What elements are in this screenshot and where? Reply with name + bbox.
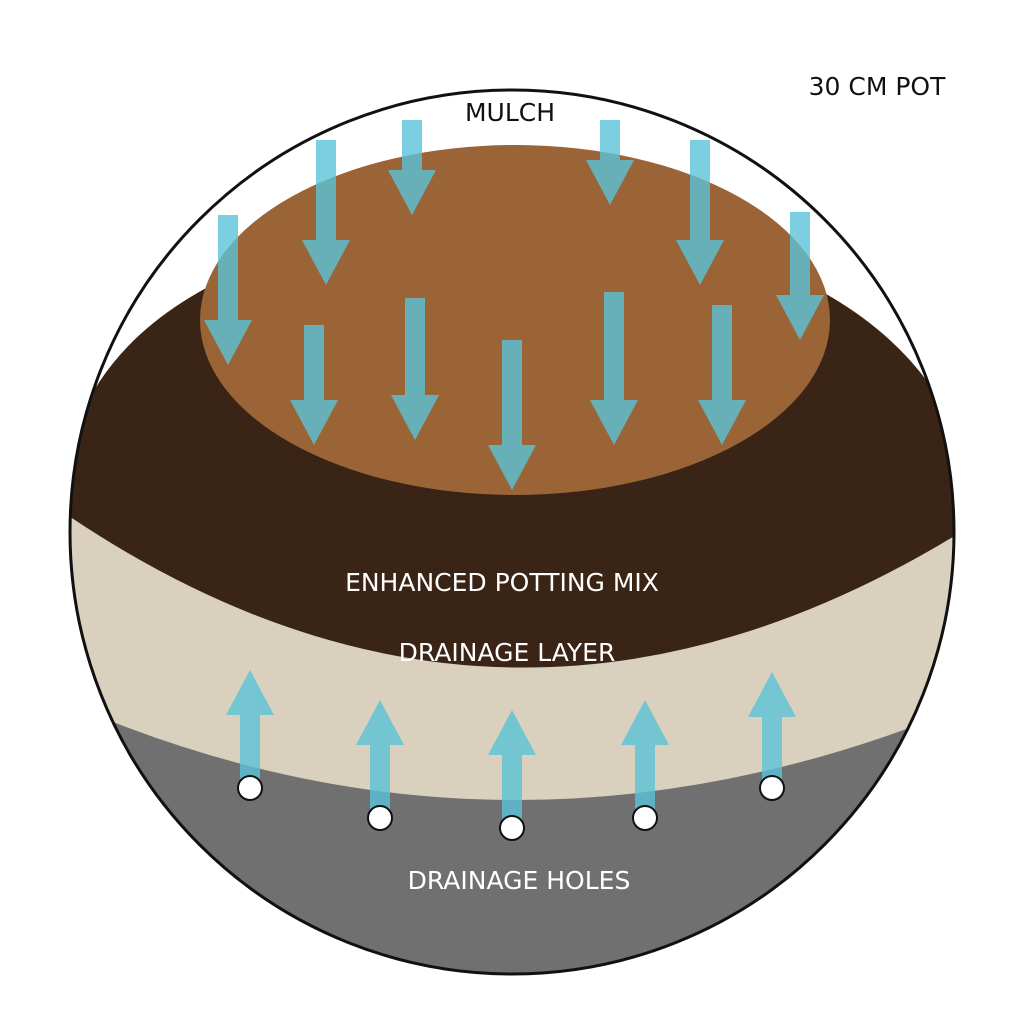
drainage-hole (632, 805, 658, 831)
pot-size-label: 30 CM POT (808, 72, 946, 101)
water-down-arrow (290, 325, 338, 445)
pot-outline (68, 88, 956, 976)
water-down-arrow (676, 140, 724, 285)
drainage-layer-label: DRAINAGE LAYER (398, 638, 616, 667)
water-up-arrow (621, 700, 669, 815)
water-down-arrow (488, 340, 536, 490)
potting-mix-label: ENHANCED POTTING MIX (345, 568, 659, 597)
water-up-arrow (356, 700, 404, 815)
water-up-arrow (488, 710, 536, 825)
water-down-arrow (388, 120, 436, 215)
water-up-arrow (226, 670, 274, 785)
water-down-arrow (391, 298, 439, 440)
drainage-hole (759, 775, 785, 801)
mulch-label: MULCH (464, 98, 556, 127)
drainage-hole (237, 775, 263, 801)
drainage-hole (367, 805, 393, 831)
water-down-arrow (590, 292, 638, 445)
water-down-arrow (776, 212, 824, 340)
water-down-arrow (302, 140, 350, 285)
mulch-layer (200, 145, 830, 495)
water-up-arrow (748, 672, 796, 785)
drainage-hole (499, 815, 525, 841)
water-down-arrow (698, 305, 746, 445)
water-down-arrow (204, 215, 252, 365)
drainage-holes-label: DRAINAGE HOLES (407, 866, 631, 895)
water-down-arrow (586, 120, 634, 205)
